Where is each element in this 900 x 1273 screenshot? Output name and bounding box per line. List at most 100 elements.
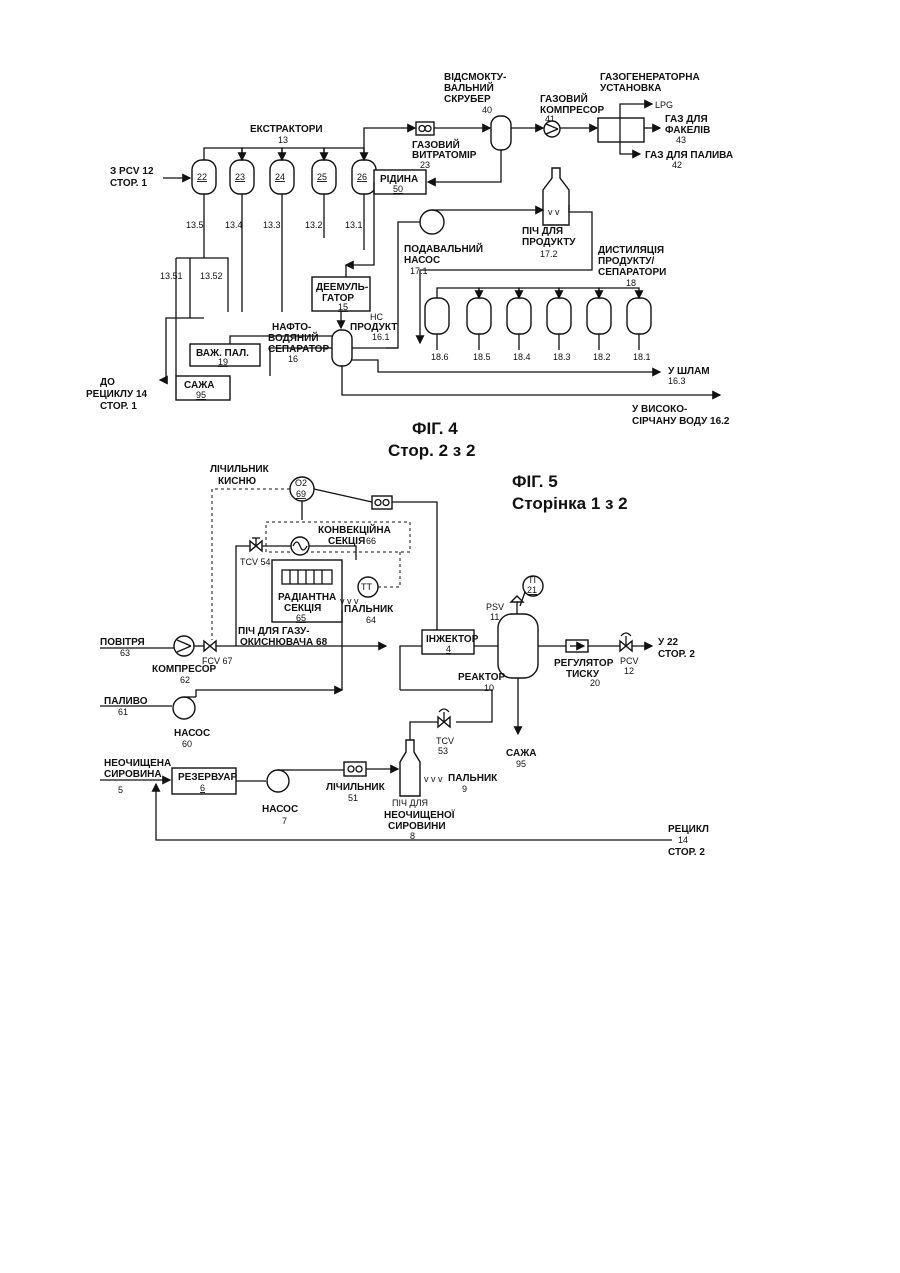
diagram-label: 66 <box>366 536 376 546</box>
diagram-label: TT <box>361 582 372 592</box>
raw-feed-pump <box>267 770 289 792</box>
diagram-label: СТОР. 2 <box>668 847 705 858</box>
product-furnace-label-1: ПІЧ ДЛЯ <box>522 226 563 237</box>
gasgen-label-1: ГАЗОГЕНЕРАТОРНА <box>600 72 700 83</box>
diagram-label: 26 <box>357 172 367 182</box>
figure-5: ФІГ. 5 Сторінка 1 з 2 ЛІЧИЛЬНИК КИСНЮ O2… <box>100 464 709 858</box>
diagram-label: СЕПАРАТОР <box>268 344 329 355</box>
from-pcv-page-label: СТОР. 1 <box>110 178 147 189</box>
diagram-label: 23 <box>235 172 245 182</box>
diagram-label: 18.6 <box>431 352 449 362</box>
diagram-label: СТОР. 2 <box>658 649 695 660</box>
diagram-label: 22 <box>197 172 207 182</box>
diagram-label: O2 <box>295 478 307 488</box>
diagram-label: 21 <box>527 585 537 595</box>
fig5-caption: ФІГ. 5 <box>512 472 558 491</box>
diagram-label: 42 <box>672 160 682 170</box>
diagram-label: СІРЧАНУ ВОДУ 16.2 <box>632 416 730 427</box>
raw-feed-furnace <box>400 740 420 796</box>
diagram-label: ГАЗ ДЛЯ ПАЛИВА <box>645 150 733 161</box>
diagram-label: 53 <box>438 746 448 756</box>
diagram-label: 60 <box>182 739 192 749</box>
diagram-label: НАФТО- <box>272 322 311 333</box>
diagram-label: 18.4 <box>513 352 531 362</box>
diagram-label: 12 <box>624 666 634 676</box>
separator-vessel: 18.3 <box>547 298 571 362</box>
fig4-caption: ФІГ. 4 <box>412 419 458 438</box>
fig4-subcaption: Стор. 2 з 2 <box>388 441 475 460</box>
feed-pump <box>420 210 444 234</box>
gasgen-label-2: УСТАНОВКА <box>600 83 661 94</box>
diagram-label: ЛІЧИЛЬНИК <box>326 782 386 793</box>
diagram-label: 18.5 <box>473 352 491 362</box>
diagram-label: 69 <box>296 489 306 499</box>
fuel-pump <box>173 697 195 719</box>
diagram-label: ВОДЯНИЙ <box>268 331 319 344</box>
extractor-vessel: 22 <box>192 160 216 194</box>
separator-vessel: 18.2 <box>587 298 611 362</box>
diagram-label: 51 <box>348 793 358 803</box>
diagram-label: 24 <box>275 172 285 182</box>
fcv67-valve <box>204 641 216 651</box>
scrubber-number: 40 <box>482 105 492 115</box>
diagram-label: 43 <box>676 135 686 145</box>
product-furnace-label-2: ПРОДУКТУ <box>522 237 576 248</box>
diagram-label: 18.3 <box>553 352 571 362</box>
diagram-label: НАСОС <box>262 804 298 815</box>
diagram-label: 64 <box>366 615 376 625</box>
diagram-label: ДО <box>100 377 115 388</box>
diagram-label: 95 <box>196 390 206 400</box>
diagram-label: САЖА <box>506 748 536 759</box>
diagram-label: РЕЗЕРВУАР <box>178 772 237 783</box>
distillation-label-1: ДИСТИЛЯЦІЯ <box>598 245 664 256</box>
reactor-vessel <box>498 614 538 678</box>
svg-text:v v: v v <box>548 207 560 217</box>
separator-vessel: 18.6 <box>425 298 449 362</box>
diagram-label: У ВИСОКО- <box>632 404 687 415</box>
diagram-label: РАДІАНТНА <box>278 592 336 603</box>
diagram-label: 18 <box>626 278 636 288</box>
line-13-1: 13.1 <box>345 220 363 230</box>
diagram-label: РЕЦИКЛ <box>668 824 709 835</box>
distillation-label-3: СЕПАРАТОРИ <box>598 267 666 278</box>
separator-vessel: 18.4 <box>507 298 531 362</box>
svg-text:v v v: v v v <box>424 774 443 784</box>
diagram-label: FCV 67 <box>202 656 233 666</box>
distillation-label-2: ПРОДУКТУ/ <box>598 256 655 267</box>
diagram-label: 18.2 <box>593 352 611 362</box>
line-13-4: 13.4 <box>225 220 243 230</box>
diagram-label: 19 <box>218 357 228 367</box>
gas-generator <box>598 118 644 142</box>
line-13-5: 13.5 <box>186 220 204 230</box>
oil-water-separator <box>332 330 352 366</box>
scrubber-label-1: ВІДСМОКТУ- <box>444 72 506 83</box>
diagram-label: 6 <box>200 783 205 793</box>
diagram-label: 20 <box>590 678 600 688</box>
diagram-label: НАСОС <box>174 728 210 739</box>
diagram-label: TI <box>528 575 536 585</box>
diagram-label: ДЕЕМУЛЬ- <box>316 282 368 293</box>
diagram-label: 17.2 <box>540 249 558 259</box>
diagram-label: КИСНЮ <box>218 476 256 487</box>
scrubber-label-2: ВАЛЬНИЙ <box>444 81 494 94</box>
extractors-number: 13 <box>278 135 288 145</box>
diagram-label: 15 <box>338 302 348 312</box>
diagram-label: НС <box>370 312 383 322</box>
diagram-label: 65 <box>296 613 306 623</box>
diagram-label: ПОВІТРЯ <box>100 637 145 648</box>
separator-vessel: 18.5 <box>467 298 491 362</box>
diagram-label: ГАЗ ДЛЯ <box>665 114 708 125</box>
diagram-label: 11 <box>490 612 499 622</box>
diagram-label: РЕГУЛЯТОР <box>554 658 614 669</box>
diagram-label: 16.3 <box>668 376 686 386</box>
line-13-52: 13.52 <box>200 271 223 281</box>
diagram-label: LPG <box>655 100 673 110</box>
diagram-label: 50 <box>393 184 403 194</box>
from-pcv-label: З PCV 12 <box>110 166 154 177</box>
diagram-label: У 22 <box>658 637 679 648</box>
diagram-label: СИРОВИНА <box>104 769 162 780</box>
diagram-label: PCV <box>620 656 639 666</box>
diagram-label: 4 <box>446 644 451 654</box>
